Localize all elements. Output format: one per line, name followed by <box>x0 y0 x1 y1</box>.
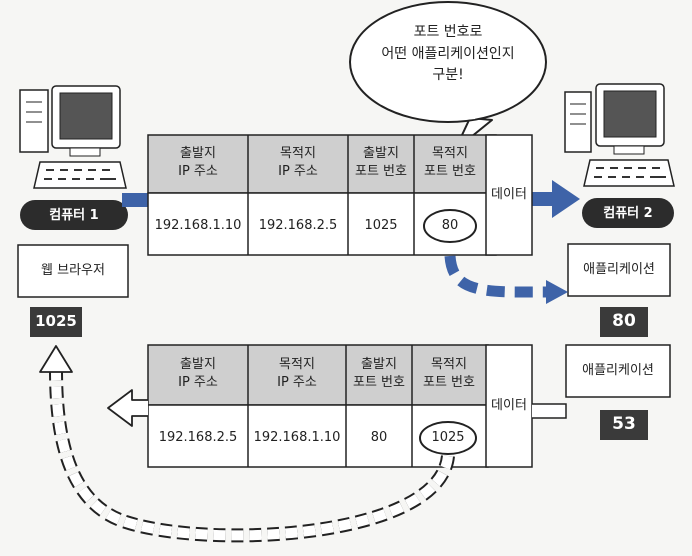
header-line: 포트 번호 <box>424 163 476 179</box>
header-line: 포트 번호 <box>353 374 405 390</box>
app-box-1 <box>567 243 671 297</box>
header-src-ip: 출발지 IP 주소 <box>148 145 248 180</box>
port-53-label: 53 <box>612 414 636 434</box>
arrow-up-icon <box>39 345 73 373</box>
arrow-left-icon <box>107 389 148 427</box>
port-badge-80 <box>600 307 648 337</box>
value-src-ip: 192.168.2.5 <box>158 430 238 445</box>
value-dst-ip: 192.168.2.5 <box>258 218 338 233</box>
arrow-right-icon <box>530 180 580 218</box>
header-line: 출발지 <box>180 357 216 372</box>
app-label-1: 애플리케이션 <box>583 262 655 277</box>
app-label-2: 애플리케이션 <box>582 363 654 378</box>
web-browser-box <box>17 244 129 298</box>
app-box-2 <box>565 344 671 398</box>
computer1-label: 컴퓨터 1 <box>49 208 99 223</box>
computer2-pill <box>582 198 674 228</box>
computer2-label: 컴퓨터 2 <box>603 206 653 221</box>
port-badge-53 <box>600 410 648 440</box>
packet-top <box>147 134 533 256</box>
computer-icon <box>19 85 127 189</box>
data-label: 데이터 <box>491 187 527 202</box>
header-line: IP 주소 <box>178 163 218 179</box>
header-src-port: 출발지 포트 번호 <box>348 145 414 180</box>
data-label: 데이터 <box>491 398 527 413</box>
bubble-line: 어떤 애플리케이션인지 <box>381 45 515 62</box>
arrow-right-icon <box>122 193 150 207</box>
header-src-port: 출발지 포트 번호 <box>346 356 412 391</box>
header-line: IP 주소 <box>277 374 317 390</box>
port-1025-label: 1025 <box>35 312 77 330</box>
header-dst-ip: 목적지 IP 주소 <box>248 356 346 391</box>
computer1-pill <box>20 200 128 230</box>
connector <box>532 403 567 419</box>
header-line: 출발지 <box>363 146 399 161</box>
header-line: 목적지 <box>431 357 467 372</box>
header-line: IP 주소 <box>278 163 318 179</box>
value-dst-ip: 192.168.1.10 <box>253 430 341 445</box>
header-line: 목적지 <box>280 146 316 161</box>
value-dst-port: 1025 <box>431 430 465 445</box>
dashed-arrow-icon <box>444 255 548 298</box>
header-src-ip: 출발지 IP 주소 <box>148 356 248 391</box>
header-dst-port: 목적지 포트 번호 <box>412 356 486 391</box>
header-line: 포트 번호 <box>423 374 475 390</box>
header-line: 출발지 <box>361 357 397 372</box>
header-dst-port: 목적지 포트 번호 <box>414 145 486 180</box>
bubble-line: 포트 번호로 <box>413 24 483 40</box>
value-src-port: 1025 <box>364 218 398 233</box>
header-dst-ip: 목적지 IP 주소 <box>248 145 348 180</box>
header-line: 출발지 <box>180 146 216 161</box>
speech-bubble-text: 포트 번호로 어떤 애플리케이션인지 구분! <box>360 22 536 87</box>
web-browser-label: 웹 브라우저 <box>41 263 105 278</box>
value-dst-port: 80 <box>441 218 459 233</box>
port-80-label: 80 <box>612 311 636 331</box>
bubble-line: 구분! <box>432 67 464 84</box>
arrow-right-icon <box>546 280 568 304</box>
packet-bottom <box>147 344 533 468</box>
header-line: IP 주소 <box>178 374 218 390</box>
value-src-ip: 192.168.1.10 <box>154 218 242 233</box>
header-line: 포트 번호 <box>355 163 407 179</box>
computer-icon <box>564 83 675 187</box>
value-src-port: 80 <box>370 430 388 445</box>
header-line: 목적지 <box>279 357 315 372</box>
header-line: 목적지 <box>432 146 468 161</box>
port-badge-1025 <box>30 307 82 337</box>
